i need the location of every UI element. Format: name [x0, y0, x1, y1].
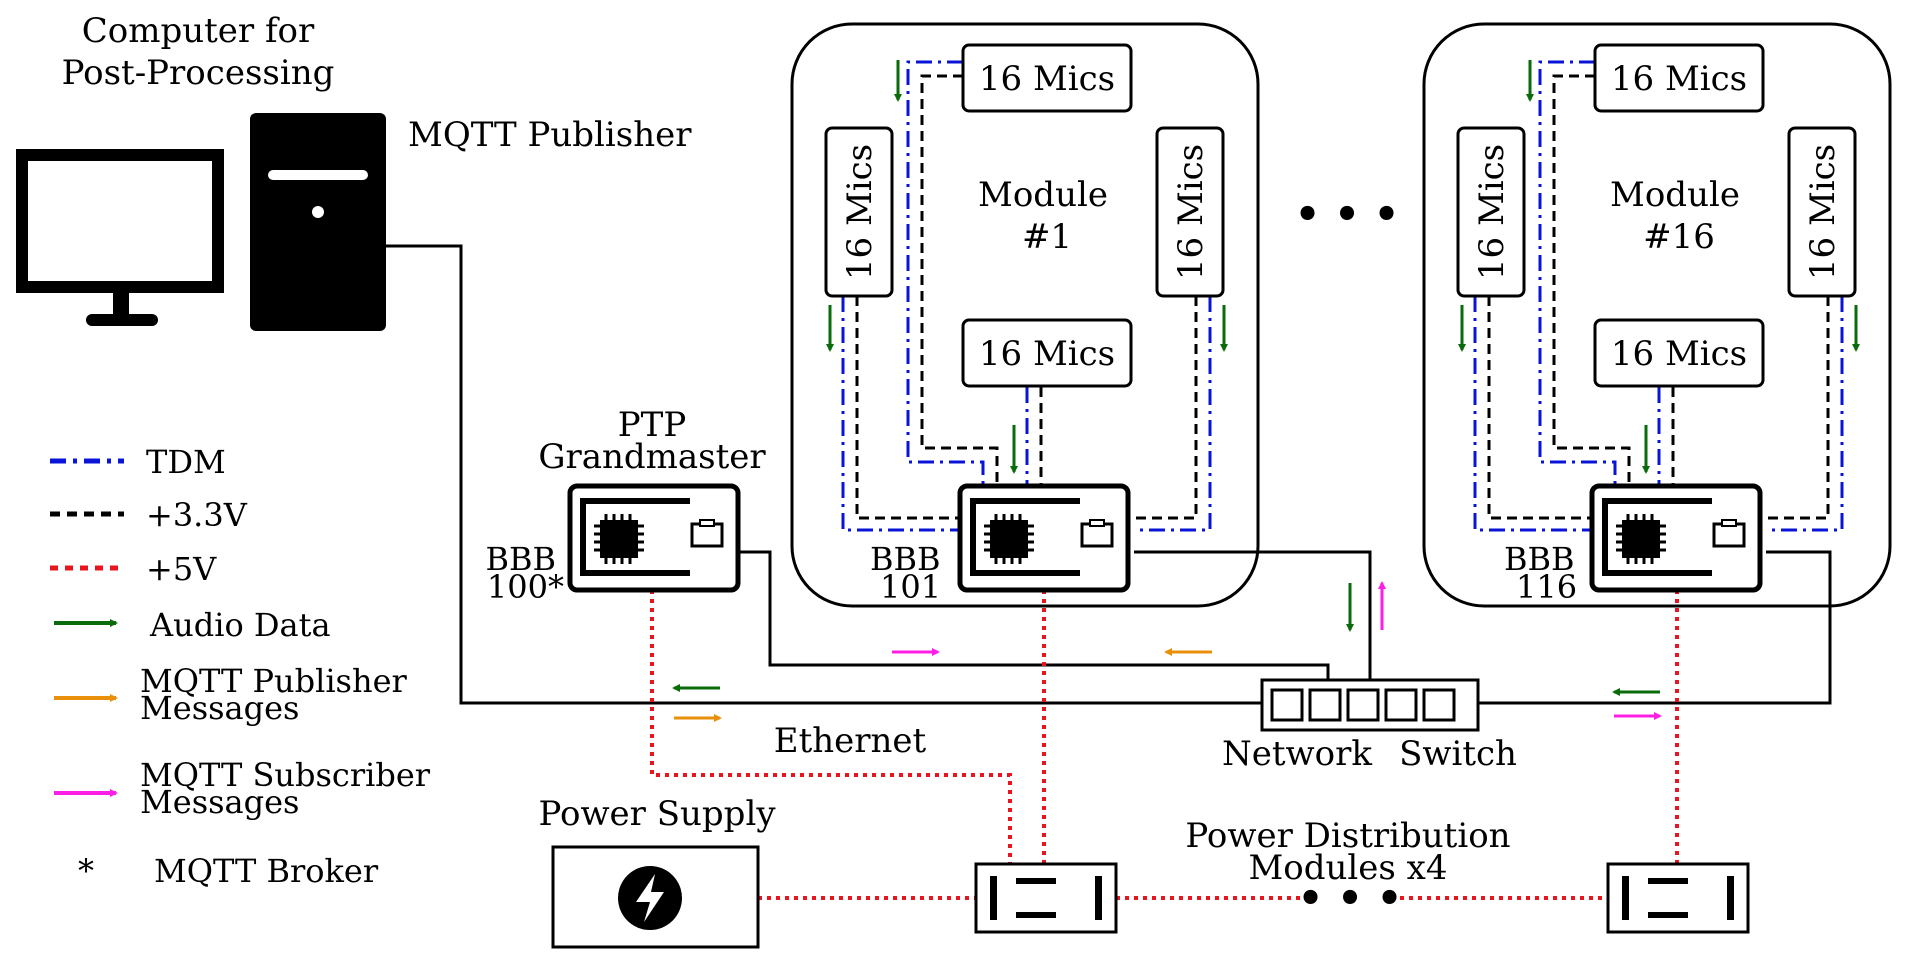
module-16-mics-left	[1456, 126, 1526, 298]
module-1-mics-left	[824, 126, 894, 298]
module-1-title-line1: Module	[978, 175, 1108, 215]
module-16-mics-right	[1787, 126, 1857, 298]
module-1-mics-left-label: 16 Mics	[840, 144, 880, 280]
monitor-icon	[16, 149, 224, 293]
bbb-116-label-line2: 116	[1516, 568, 1577, 606]
power-distribution-line2: Modules x4	[1248, 848, 1447, 888]
ptp-title-line2: Grandmaster	[538, 437, 766, 477]
module-1-mics-top	[961, 43, 1133, 113]
power-ellipsis: • • •	[1298, 875, 1403, 922]
ethernet-label: Ethernet	[774, 721, 927, 761]
bbb-116-label-line1: BBB	[1504, 540, 1575, 578]
legend-publisher-label-line2: Messages	[140, 689, 299, 727]
bbb-116-board	[1592, 486, 1760, 590]
ethernet-lines	[386, 244, 1832, 705]
legend-audio-label: Audio Data	[149, 606, 331, 644]
legend-tdm-label: TDM	[146, 443, 226, 481]
module-1-mics-bottom-label: 16 Mics	[979, 334, 1115, 374]
module-1: 16 Mics 16 Mics 16 Mics 16 Mics Module #…	[824, 43, 1228, 606]
legend: TDM +3.3V +5V Audio Data MQTT Publisher …	[50, 443, 431, 890]
module-1-mics-top-label: 16 Mics	[979, 59, 1115, 99]
ptp-grandmaster: PTP Grandmaster BBB 100*	[485, 405, 766, 606]
ptp-title-line1: PTP	[618, 405, 686, 445]
legend-subscriber-label-line2: Messages	[140, 783, 299, 821]
module-16-title-line1: Module	[1610, 175, 1740, 215]
bbb-100-label-line1: BBB	[485, 540, 556, 578]
bbb-100-label-line2: 100*	[487, 568, 564, 606]
computer-title-line1: Computer for	[82, 11, 315, 51]
module-1-wiring	[841, 60, 1212, 532]
module-1-mics-right	[1155, 126, 1225, 298]
legend-subscriber-label-line1: MQTT Subscriber	[140, 756, 431, 794]
module-1-title-line2: #1	[1022, 217, 1072, 257]
computer: Computer for Post-Processing MQTT Publis…	[16, 11, 692, 331]
module-16-title-line2: #16	[1643, 217, 1715, 257]
network-switch-label-a: Network	[1222, 734, 1372, 774]
module-16-mics-left-label: 16 Mics	[1472, 144, 1512, 280]
bbb-101-label-line2: 101	[880, 568, 941, 606]
bbb-100-board	[570, 486, 738, 590]
module-16-mics-bottom	[1593, 318, 1765, 388]
module-1-mics-bottom	[961, 318, 1133, 388]
power-distribution-line1: Power Distribution	[1185, 816, 1510, 856]
bbb-101-board	[960, 486, 1128, 590]
power-supply-label: Power Supply	[538, 794, 776, 834]
power-supply: Power Supply	[538, 794, 776, 949]
module-16-wiring	[1473, 60, 1844, 532]
legend-publisher-label-line1: MQTT Publisher	[140, 662, 408, 700]
module-16-mics-top-label: 16 Mics	[1611, 59, 1747, 99]
module-1-mics-right-label: 16 Mics	[1171, 144, 1211, 280]
module-1-boundary	[790, 22, 1260, 608]
bbb-101-label-line1: BBB	[870, 540, 941, 578]
power-distribution-module-4	[1606, 862, 1750, 934]
module-16-mics-right-label: 16 Mics	[1803, 144, 1843, 280]
message-arrows	[672, 581, 1662, 722]
mqtt-publisher-label: MQTT Publisher	[408, 115, 692, 155]
legend-5v-label: +5V	[146, 550, 217, 588]
network-switch: Network Switch	[1222, 678, 1517, 774]
module-16-boundary	[1422, 22, 1892, 608]
tower-icon	[250, 113, 386, 331]
module-16-mics-bottom-label: 16 Mics	[1611, 334, 1747, 374]
power-distribution-module-1	[974, 862, 1118, 934]
switch-port-icons	[1270, 688, 1456, 722]
computer-title-line2: Post-Processing	[62, 53, 335, 93]
modules-ellipsis: • • •	[1295, 191, 1400, 238]
module-16-mics-top	[1593, 43, 1765, 113]
legend-broker-label: MQTT Broker	[154, 852, 379, 890]
legend-3v3-label: +3.3V	[146, 496, 248, 534]
power-lines	[650, 590, 1679, 900]
module-16: 16 Mics 16 Mics 16 Mics 16 Mics Module #…	[1456, 43, 1860, 606]
network-switch-label-b: Switch	[1399, 734, 1517, 774]
legend-broker-symbol: *	[78, 852, 94, 890]
